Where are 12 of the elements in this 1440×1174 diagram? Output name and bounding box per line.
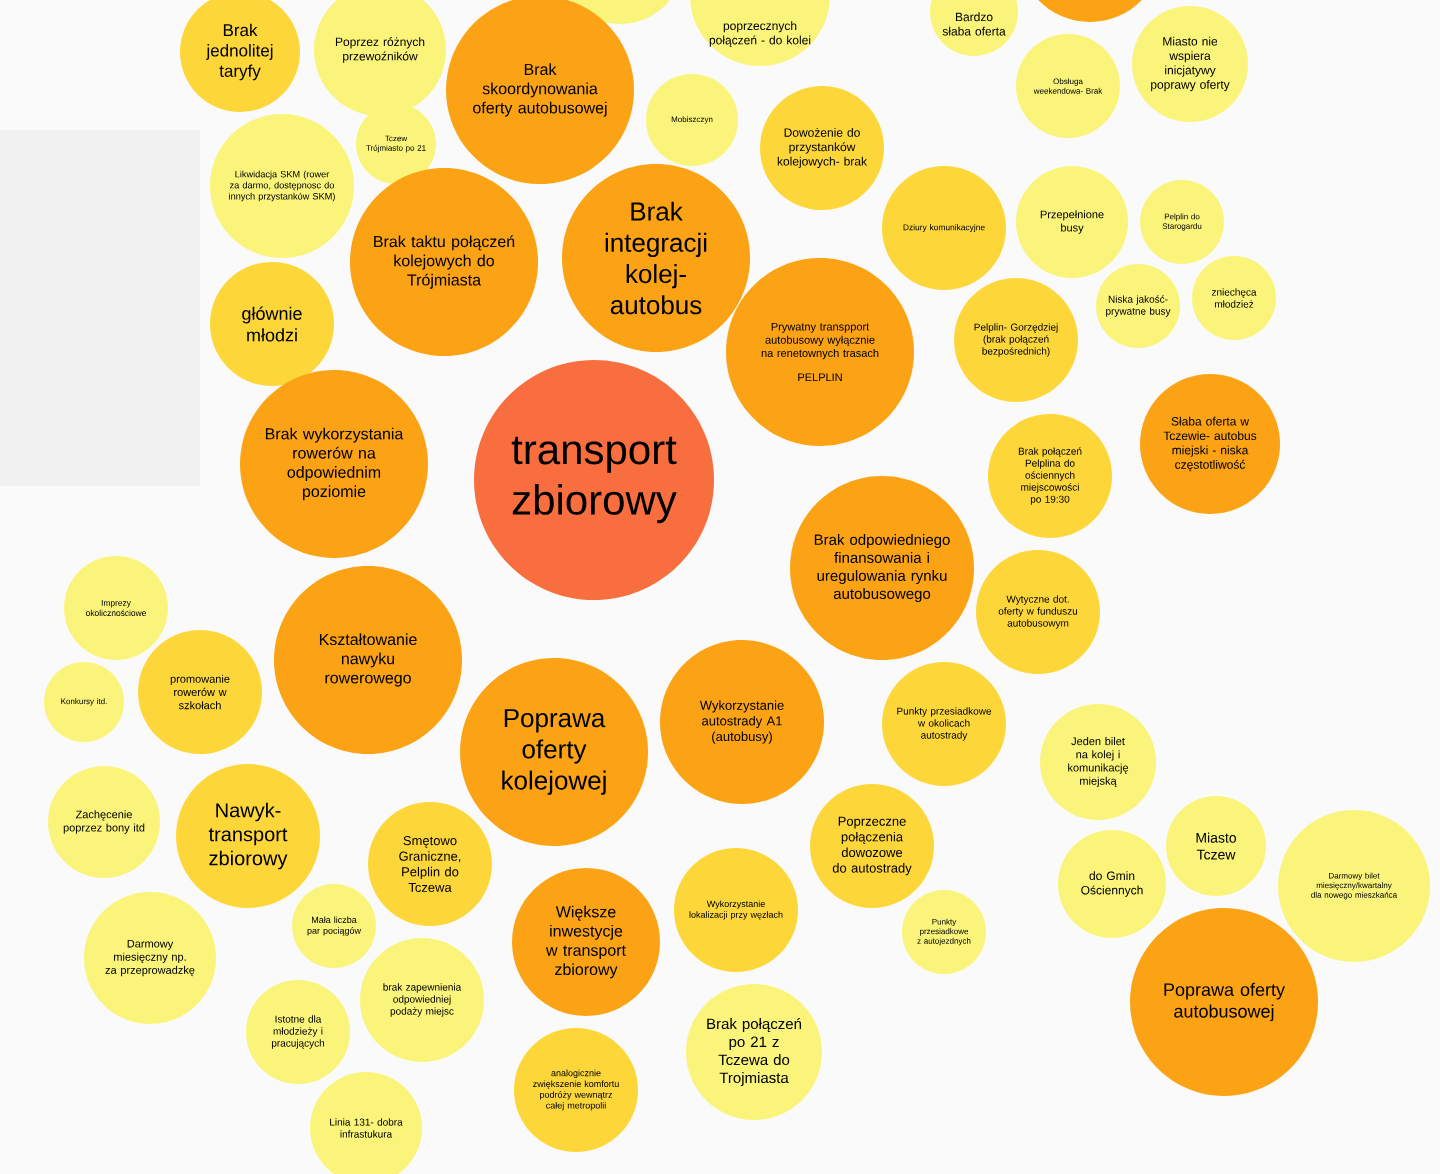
bubble: Nawyk- transport zbiorowy <box>176 764 320 908</box>
bubble: Poprawa oferty autobusowej <box>1130 908 1318 1096</box>
bubble: Poprawa oferty kolejowej <box>460 658 648 846</box>
bubble: Kształtowanie nawyku rowerowego <box>274 566 462 754</box>
bubble: Większe inwestycje w transport zbiorowy <box>512 868 660 1016</box>
bubble: Brak jednolitej taryfy <box>180 0 300 112</box>
bubble: Brak taktu połączeń kolejowych do Trójmiasta <box>350 168 538 356</box>
bubble: Brak wykorzystania rowerów na odpowiednim poziomie <box>240 370 428 558</box>
bubble: transport zbiorowy <box>474 360 714 600</box>
bubble: głównie młodzi <box>210 262 334 386</box>
bubble: Brak integracji kolej- autobus <box>562 164 750 352</box>
bubble: Brak skoordynowania oferty autobusowej <box>446 0 634 184</box>
